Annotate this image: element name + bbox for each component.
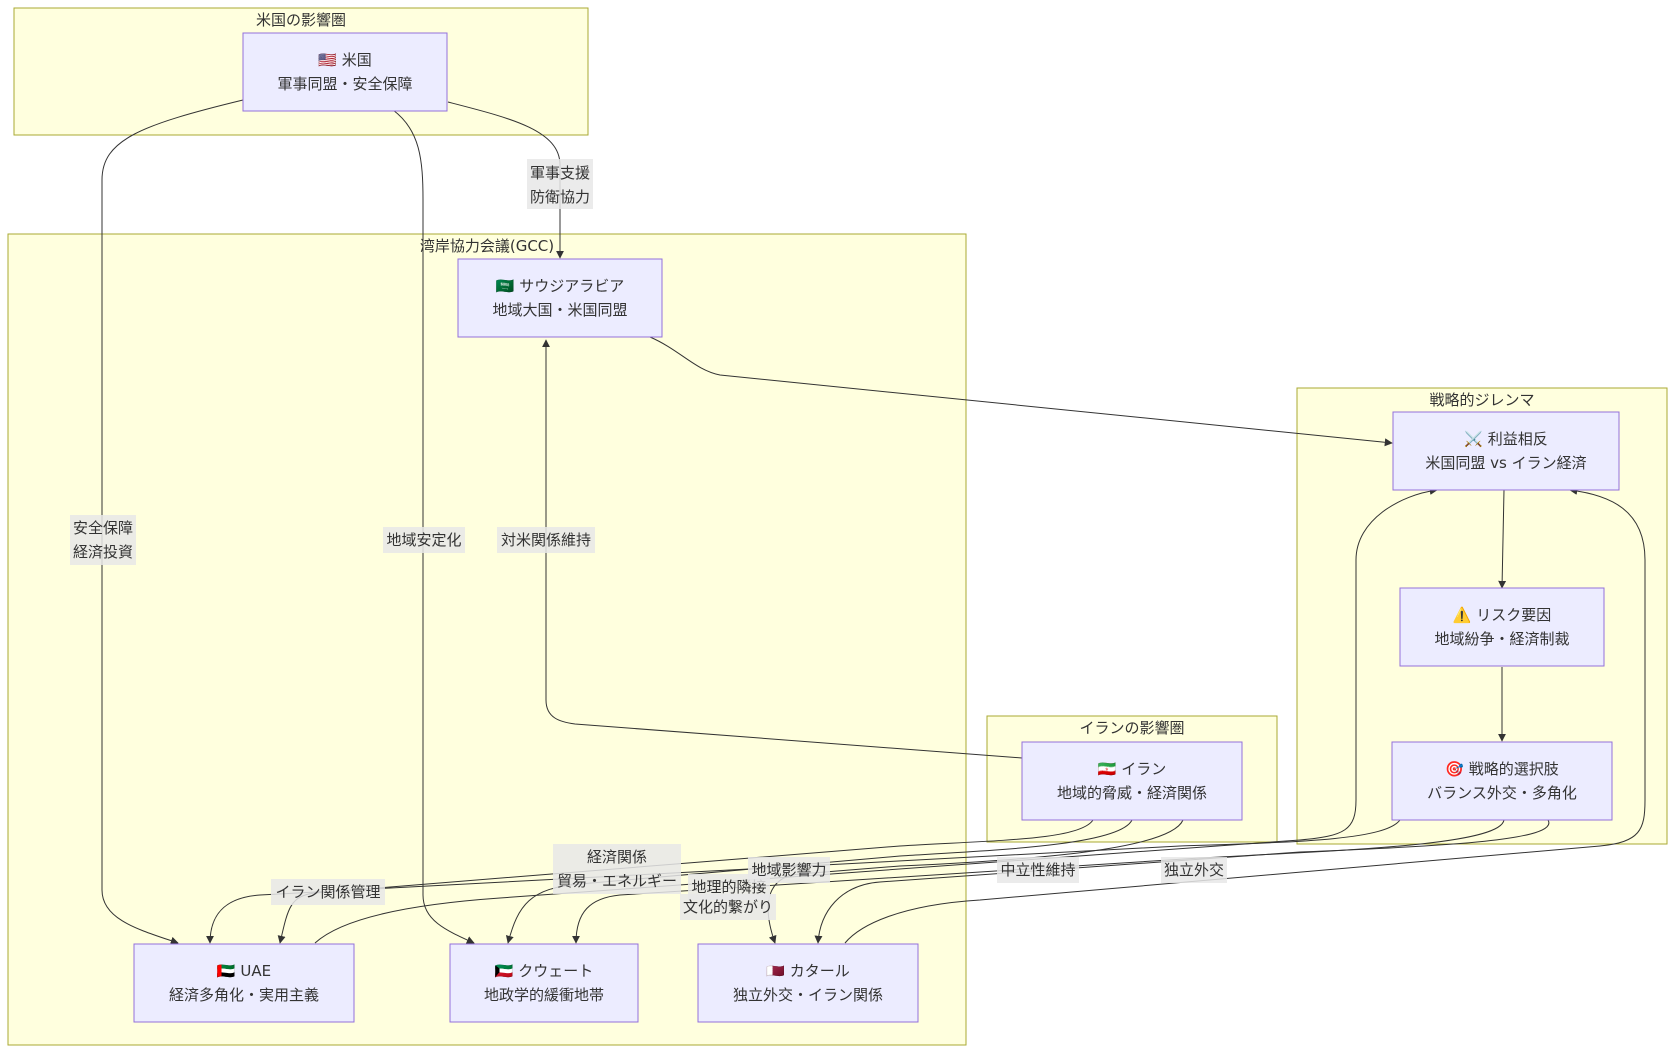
iran-flag-icon: 🇮🇷: [1098, 760, 1117, 778]
cluster-gcc-title: 湾岸協力会議(GCC): [420, 237, 554, 255]
node-uae[interactable]: 🇦🇪 UAE 経済多角化・実用主義: [133, 943, 355, 1023]
node-qatar[interactable]: 🇶🇦 カタール 独立外交・イラン関係: [697, 943, 919, 1023]
edge-label-line: 文化的繋がり: [683, 898, 773, 916]
node-iran-title: 🇮🇷 イラン: [1098, 760, 1166, 778]
kuwait-flag-icon: 🇰🇼: [495, 962, 514, 980]
edge-label-line: 安全保障: [73, 519, 133, 537]
node-uae-title: 🇦🇪 UAE: [217, 962, 271, 980]
edge-label-strategy-qatar: 中立性維持: [997, 857, 1079, 883]
node-qatar-title: 🇶🇦 カタール: [766, 962, 849, 980]
edge-saudi-to-conflict: [649, 336, 1393, 447]
crossed-swords-icon: ⚔️: [1464, 430, 1483, 448]
edge-strategy-to-uae: [206, 819, 1401, 944]
node-usa-title: 🇺🇸 米国: [318, 51, 371, 69]
cluster-dilemma-title: 戦略的ジレンマ: [1429, 391, 1534, 409]
node-iran[interactable]: 🇮🇷 イラン 地域的脅威・経済関係: [1021, 741, 1243, 821]
edge-iran-to-uae: [277, 819, 1094, 944]
edge-label-iran-uae: 経済関係 貿易・エネルギー: [553, 844, 681, 894]
node-usa-desc: 軍事同盟・安全保障: [277, 75, 412, 93]
uae-flag-icon: 🇦🇪: [217, 962, 236, 980]
node-kuwait-desc: 地政学的緩衝地帯: [484, 986, 604, 1004]
edge-label-line: 地域影響力: [751, 861, 826, 879]
edge-label-usa-uae: 安全保障 経済投資: [70, 515, 136, 565]
edge-strategy-to-qatar: [814, 819, 1550, 944]
edge-qatar-to-conflict: [844, 486, 1646, 944]
node-risk[interactable]: ⚠️ リスク要因 地域紛争・経済制裁: [1399, 587, 1605, 667]
edge-label-line: 防衛協力: [530, 188, 590, 206]
node-strategy-desc: バランス外交・多角化: [1427, 784, 1577, 802]
edge-label-iran-qatar: 文化的繋がり: [680, 894, 776, 920]
cluster-usa-title: 米国の影響圏: [256, 11, 346, 29]
edge-label-line: 対米関係維持: [501, 531, 591, 549]
node-risk-title: ⚠️ リスク要因: [1453, 606, 1551, 624]
node-strategy[interactable]: 🎯 戦略的選択肢 バランス外交・多角化: [1391, 741, 1613, 821]
target-icon: 🎯: [1445, 760, 1464, 778]
edge-label-line: 地理的隣接: [691, 878, 766, 896]
node-kuwait-title: 🇰🇼 クウェート: [495, 962, 593, 980]
node-uae-desc: 経済多角化・実用主義: [169, 986, 319, 1004]
edge-label-line: 地域安定化: [386, 531, 461, 549]
edge-iran-to-saudi: [542, 339, 1023, 759]
edge-uae-to-conflict: [314, 487, 1438, 944]
edge-conflict-to-risk: [1498, 489, 1507, 589]
edge-label-line: イラン関係管理: [275, 883, 380, 901]
edge-label-qatar-conflict: 独立外交: [1161, 857, 1227, 883]
node-risk-desc: 地域紛争・経済制裁: [1434, 630, 1569, 648]
edge-label-line: 中立性維持: [1000, 861, 1075, 879]
edge-label-line: 経済投資: [73, 543, 133, 561]
cluster-iran-title: イランの影響圏: [1079, 719, 1184, 737]
node-saudi-desc: 地域大国・米国同盟: [492, 301, 627, 319]
edge-label-usa-saudi: 軍事支援 防衛協力: [527, 159, 593, 209]
edge-label-line: 経済関係: [587, 848, 647, 866]
node-conflict-desc: 米国同盟 vs イラン経済: [1425, 454, 1586, 472]
node-strategy-title: 🎯 戦略的選択肢: [1445, 760, 1558, 778]
edge-usa-to-uae: [101, 99, 244, 945]
node-iran-desc: 地域的脅威・経済関係: [1057, 784, 1207, 802]
edge-label-iran-saudi: 対米関係維持: [497, 527, 595, 553]
node-kuwait[interactable]: 🇰🇼 クウェート 地政学的緩衝地帯: [449, 943, 639, 1023]
edge-usa-to-kuwait: [392, 109, 475, 944]
edge-label-strategy-kuwait: 地域影響力: [748, 857, 830, 883]
edge-label-strategy-uae: イラン関係管理: [271, 879, 385, 905]
cluster-gcc: 湾岸協力会議(GCC): [7, 233, 967, 1046]
warning-icon: ⚠️: [1453, 606, 1472, 624]
node-saudi-title: 🇸🇦 サウジアラビア: [496, 277, 624, 295]
qatar-flag-icon: 🇶🇦: [766, 962, 785, 980]
node-conflict-title: ⚔️ 利益相反: [1464, 430, 1547, 448]
edge-iran-to-kuwait: [505, 819, 1133, 944]
edge-label-line: 独立外交: [1164, 861, 1224, 879]
edge-label-usa-kuwait: 地域安定化: [383, 527, 465, 553]
node-conflict[interactable]: ⚔️ 利益相反 米国同盟 vs イラン経済: [1392, 411, 1620, 491]
us-flag-icon: 🇺🇸: [318, 51, 337, 69]
edge-label-line: 軍事支援: [530, 164, 590, 182]
saudi-flag-icon: 🇸🇦: [496, 277, 515, 295]
node-saudi[interactable]: 🇸🇦 サウジアラビア 地域大国・米国同盟: [457, 258, 663, 338]
edge-label-line: 貿易・エネルギー: [557, 872, 677, 890]
node-qatar-desc: 独立外交・イラン関係: [733, 986, 883, 1004]
node-usa[interactable]: 🇺🇸 米国 軍事同盟・安全保障: [242, 32, 448, 112]
